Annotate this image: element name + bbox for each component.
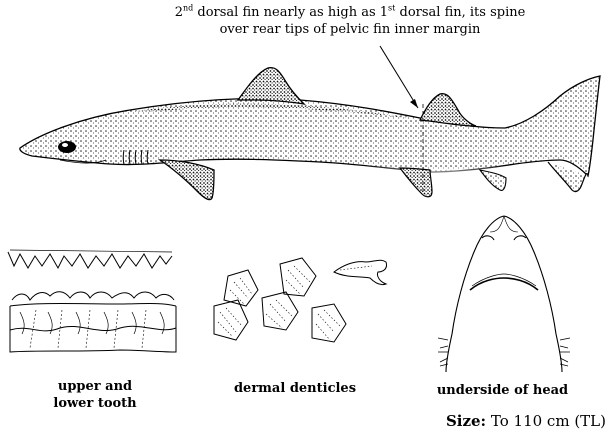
denticle: [280, 258, 316, 296]
annotation-line-1: 2nd dorsal fin nearly as high as 1st dor…: [110, 4, 590, 21]
dermal-denticles-illustration: [214, 258, 387, 342]
annotation-arrow: [380, 46, 418, 108]
first-dorsal-fin: [238, 68, 304, 104]
diagnostic-annotation: 2nd dorsal fin nearly as high as 1st dor…: [110, 4, 590, 38]
shark-lateral-view: [20, 46, 600, 200]
denticle: [312, 304, 346, 342]
eye: [58, 141, 76, 153]
lower-teeth-block: [10, 292, 176, 352]
pectoral-fin: [160, 160, 214, 200]
size-label: Size:: [446, 412, 486, 430]
denticle-side-view: [334, 260, 387, 284]
caption-head: underside of head: [410, 382, 595, 399]
denticle: [262, 292, 298, 330]
size-value: To 110 cm (TL): [491, 412, 606, 430]
underside-of-head-illustration: [438, 216, 570, 372]
second-dorsal-fin: [420, 94, 476, 126]
pelvic-fin: [400, 168, 432, 197]
annotation-line-2: over rear tips of pelvic fin inner margi…: [110, 21, 590, 38]
upper-teeth-row: [8, 252, 172, 268]
denticle: [224, 270, 258, 306]
head-outline: [446, 216, 562, 372]
caption-denticles: dermal denticles: [200, 380, 390, 397]
teeth-illustration: [8, 250, 176, 352]
caption-teeth: upper and lower tooth: [10, 378, 180, 412]
mouth: [470, 278, 538, 290]
denticle: [214, 300, 248, 340]
size-info: Size: To 110 cm (TL): [446, 412, 606, 430]
